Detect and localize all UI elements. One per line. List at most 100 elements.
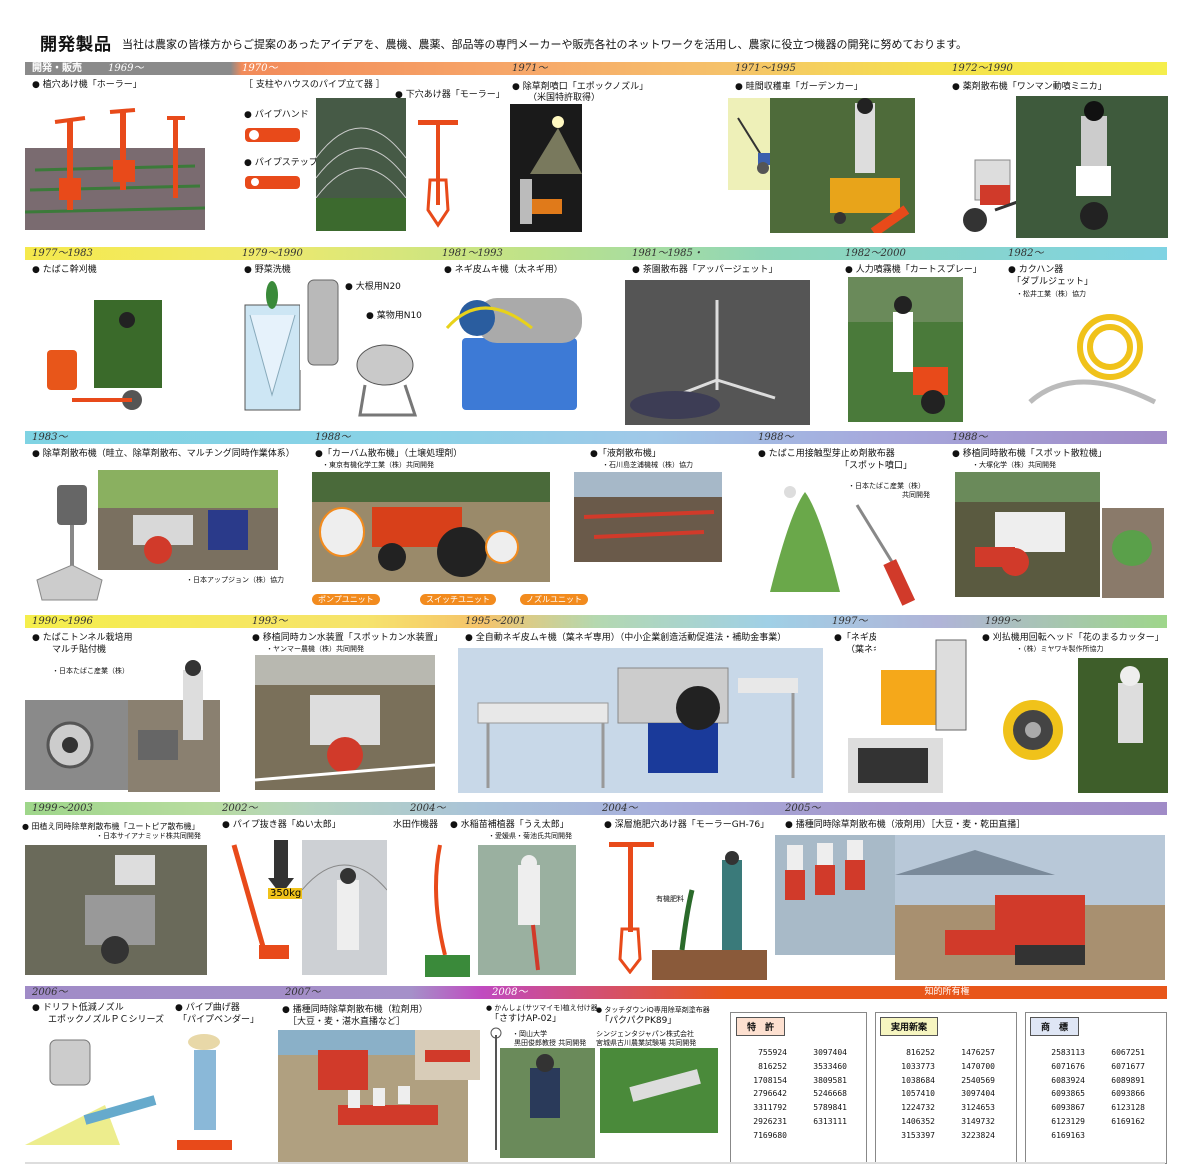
year-label: 2008〜	[492, 987, 528, 998]
patent-number: 6083924	[1051, 1075, 1085, 1085]
brushcutter-photo	[1078, 658, 1168, 793]
patent-number: 6169162	[1111, 1116, 1145, 1126]
herbicide-sprayer-photo	[32, 480, 107, 605]
product-label: ● タッチダウンiQ専用除草剤塗布器	[596, 1006, 710, 1014]
product-credit: ・日本たばこ産業（株）共同開発	[52, 667, 157, 675]
spot-granular-photo	[955, 472, 1100, 597]
seedling-photo	[1102, 508, 1164, 598]
patent-number: 3153397	[901, 1130, 935, 1140]
product-credit: ・日本アップジョン（株）協力	[186, 576, 284, 584]
moler-gh76-photo	[604, 834, 659, 974]
patent-number: 1406352	[901, 1116, 935, 1126]
product-label: ● パイプ曲げ器	[175, 1003, 240, 1013]
year-label: 1969〜	[108, 63, 144, 74]
year-label: 2004〜	[410, 803, 446, 814]
force-arrow	[268, 840, 294, 895]
patent-number: 2796642	[753, 1089, 787, 1099]
moler-photo	[408, 100, 468, 230]
patent-title: 特 許	[736, 1017, 786, 1036]
product-label: ● 薬剤散布機「ワンマン動噴ミニカ」	[952, 82, 1107, 92]
pc-nozzle-photo	[25, 1030, 165, 1150]
product-label: ● 畦間収穫車「ガーデンカー」	[735, 82, 863, 92]
rotary-head-photo	[978, 680, 1088, 765]
year-label: 1970〜	[242, 63, 278, 74]
patent-number: 6313111	[813, 1116, 847, 1126]
patent-number: 1057410	[901, 1089, 935, 1099]
year-label: 1988〜	[315, 432, 351, 443]
timeline-band-row4	[25, 615, 1167, 628]
nuitaro-greenhouse-photo	[302, 840, 387, 975]
patent-number: 6067251	[1111, 1048, 1145, 1057]
pipe-hand-photo	[240, 120, 310, 150]
product-label: マルチ貼付機	[52, 645, 107, 655]
patent-number: 6093867	[1051, 1103, 1085, 1113]
spot-nozzle-photo	[760, 472, 850, 596]
patent-number: 3311792	[753, 1103, 787, 1113]
product-credit: 共同開発	[902, 491, 930, 499]
product-label: 「ダブルジェット」	[1012, 277, 1094, 287]
product-credit: ・石川島芝浦機械（株）協力	[602, 461, 693, 469]
cart-spray-photo	[848, 277, 963, 422]
product-credit: シンジェンタジャパン株式会社	[596, 1030, 694, 1038]
vegetable-washer-photo-a	[300, 275, 345, 370]
fertilizer-label: 有機肥料	[656, 895, 684, 903]
product-label: ● 移植同時散布機「スポット散粒機」	[952, 449, 1107, 459]
timeline-band-row6	[25, 986, 727, 999]
year-label: 1982〜	[1008, 248, 1044, 259]
year-label: 1993〜	[252, 616, 288, 627]
negi-peeler-b-photo	[876, 630, 971, 735]
patent-number: 1038684	[901, 1075, 935, 1085]
timeline-band-row5	[25, 802, 1167, 815]
patent-number: 6123128	[1111, 1103, 1145, 1113]
product-label: ●「ネギ皮ムキ機」	[834, 633, 914, 643]
seeder-field-photo	[895, 835, 1165, 980]
year-label: 2004〜	[602, 803, 638, 814]
year-label: 1977〜1983	[32, 248, 93, 259]
patent-number: 3533460	[813, 1061, 847, 1071]
patent-number: 2540569	[961, 1075, 995, 1085]
product-label: ● 植穴あけ機「ホーラー」	[32, 80, 142, 90]
holer-photo	[25, 100, 205, 230]
year-label: 2005〜	[785, 803, 821, 814]
epoch-nozzle-photo	[510, 104, 582, 232]
product-label: ● 下穴あけ器「モーラー」	[395, 90, 505, 100]
product-label: ［ 支柱やハウスのパイプ立て器 ］	[244, 80, 385, 90]
patent-number: 6089891	[1111, 1075, 1145, 1085]
product-label: ● 水稲苗補植器「うえ太郎」	[450, 820, 569, 830]
product-label: ● たばこ用接触型芽止め剤散布器	[758, 449, 895, 459]
product-label: ● 播種同時除草剤散布機（液剤用）［大豆・麦・乾田直播］	[785, 820, 1026, 830]
vegetable-washer-photo-b	[350, 330, 425, 420]
carbam-tractor-photo	[312, 472, 550, 582]
patent-number: 1708154	[753, 1075, 787, 1085]
auto-negi-peeler-photo	[458, 648, 823, 793]
bottom-divider	[25, 1162, 1165, 1164]
patent-number: 6093865	[1051, 1089, 1085, 1099]
year-label: 1999〜2003	[32, 803, 93, 814]
product-credit: 黒田俊郎教授 共同開発	[514, 1039, 587, 1047]
band-label: 開発・販売	[32, 63, 82, 74]
product-credit: ・ヤンマー農機（株）共同開発	[266, 645, 364, 653]
year-label: 1982〜2000	[845, 248, 906, 259]
product-label: ● ネギ皮ムキ機（太ネギ用）	[444, 265, 563, 275]
patent-number: 6071676	[1051, 1061, 1085, 1071]
patent-number: 2926231	[753, 1116, 787, 1126]
year-label: 2002〜	[222, 803, 258, 814]
force-value: 350kg	[268, 888, 304, 899]
product-label: 「さすけAP-02」	[490, 1014, 562, 1024]
product-label: ● 田植え同時除草剤散布機「ユートピア散布機」	[22, 822, 200, 831]
product-label: ［大豆・麦・湛水直播など］	[288, 1017, 406, 1027]
unit-tag: スイッチユニット	[420, 594, 496, 605]
product-credit: ・日本サイアナミッド株共同開発	[96, 832, 201, 840]
product-label: ● 除草剤噴口「エポックノズル」	[512, 82, 649, 92]
greenhouse-photo	[316, 98, 406, 231]
product-label: ● 茶園散布器「アッパージェット」	[632, 265, 778, 275]
spot-nozzle-tool-photo	[852, 500, 922, 610]
tunnel-mulch-field-photo	[128, 660, 220, 792]
product-credit: ・（株）ミヤワキ製作所協力	[1016, 645, 1104, 653]
patent-number: 816252	[906, 1048, 935, 1057]
year-label: 2007〜	[285, 987, 321, 998]
product-label: ● たばこトンネル栽培用	[32, 633, 133, 643]
patent-number: 7169680	[753, 1130, 787, 1140]
